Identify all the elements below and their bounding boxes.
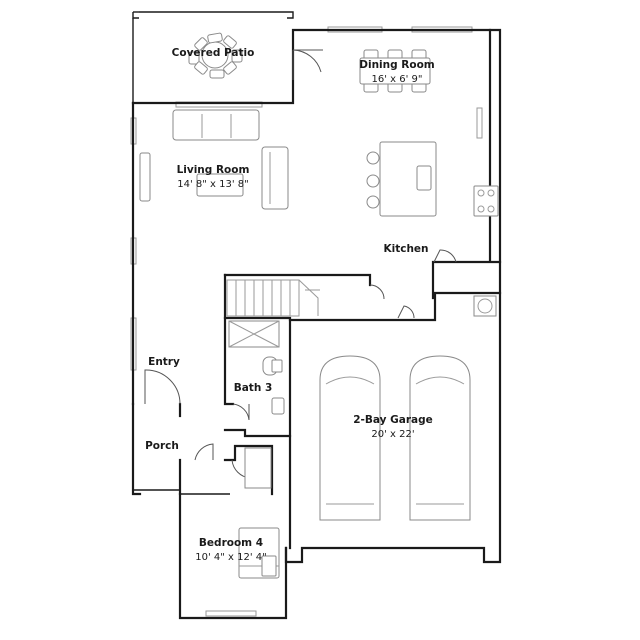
kitchen-fixtures [366,141,499,317]
porch-west [131,402,142,496]
label-bath-3: Bath 3 [234,382,273,394]
car-left [319,355,381,521]
label-entry: Entry [148,356,180,368]
bedroom-closet-inner [244,447,272,489]
label-garage: 2-Bay Garage [353,414,433,426]
living-room-furniture [139,109,289,210]
label-dining-room: Dining Room [359,59,435,71]
kitchen-island [379,141,437,217]
bath-west-wall [223,316,235,406]
label-kitchen: Kitchen [383,243,428,255]
patio-corner-ne [287,11,294,19]
label-garage-dims: 20' x 22' [371,429,414,440]
tv-console [139,152,151,202]
north-east-wall [131,28,502,264]
coffee-table [196,173,244,197]
loveseat [261,146,289,210]
kitchen-window [476,107,483,139]
entry-door-swing [144,369,181,405]
bath-fixtures [228,320,285,415]
island-sink [416,165,432,191]
doors [144,49,457,479]
bedroom-furniture [238,447,280,579]
stair-top-wall [223,273,372,287]
hall-garage-wall [223,260,502,322]
staircase [226,279,320,317]
bath-sink [271,397,285,415]
label-living-room-dims: 14' 8" x 13' 8" [177,179,249,190]
label-bedroom-4: Bedroom 4 [199,537,263,549]
car-right [409,355,471,521]
bedroom-window-south [205,610,257,617]
bedroom-closet [223,444,274,496]
dining-table-set [359,49,431,93]
bedroom-walls [178,492,288,620]
patio-table-set [188,32,243,79]
label-dining-room-dims: 16' x 6' 9" [371,74,422,85]
patio-corner-nw [132,12,139,19]
label-bedroom-4-dims: 10' 4" x 12' 4" [195,552,267,563]
label-porch: Porch [145,440,179,452]
cooktop [473,185,499,217]
garage-cars [319,355,471,521]
walls [131,11,502,620]
label-covered-patio: Covered Patio [172,47,255,59]
label-living-room: Living Room [177,164,250,176]
room-labels: Covered Patio Dining Room 16' x 6' 9" Li… [145,47,435,563]
sofa [172,109,260,141]
bath-south-wall [223,428,292,438]
garage-south-east [284,291,502,564]
